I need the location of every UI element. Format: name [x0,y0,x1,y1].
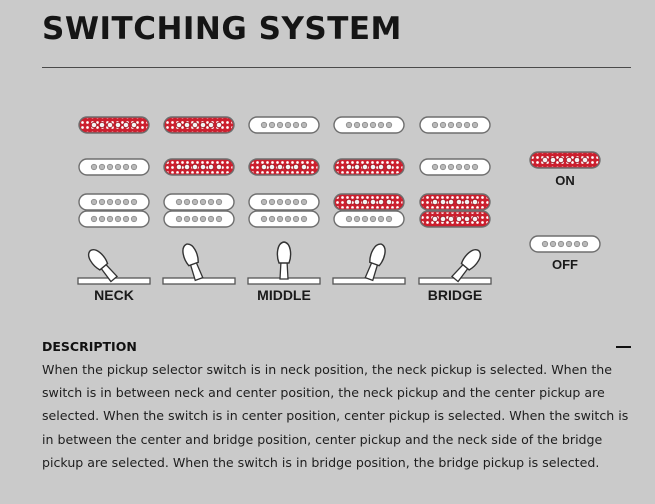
legend-on-label: ON [555,173,575,188]
bridge-neck-side-coil-5 [419,193,491,211]
middle-pickup-5 [419,158,491,176]
minus-icon[interactable] [616,346,631,348]
bridge-neck-side-coil-3 [248,193,320,211]
selector-lever-3 [247,241,321,285]
bridge-neck-side-coil-4 [333,193,405,211]
bridge-bridge-side-coil-4 [333,210,405,228]
legend-off-pickup [529,235,601,253]
bridge-neck-side-coil-1 [78,193,150,211]
legend-on-pickup [529,151,601,169]
position-label-neck: NECK [94,287,134,303]
position-label-middle: MIDDLE [257,287,311,303]
page-title: SWITCHING SYSTEM [42,11,402,47]
neck-pickup-2 [163,116,235,134]
position-label-bridge: BRIDGE [427,287,483,303]
neck-pickup-3 [248,116,320,134]
legend-off-label: OFF [552,257,578,272]
bridge-bridge-side-coil-3 [248,210,320,228]
description-heading: DESCRIPTION [42,339,137,354]
bridge-bridge-side-coil-5 [419,210,491,228]
bridge-neck-side-coil-2 [163,193,235,211]
bridge-bridge-side-coil-1 [78,210,150,228]
selector-lever-5 [418,249,492,285]
middle-pickup-3 [248,158,320,176]
selector-lever-4 [332,243,406,285]
selector-lever-2 [162,243,236,285]
neck-pickup-4 [333,116,405,134]
selector-lever-1 [77,249,151,285]
middle-pickup-4 [333,158,405,176]
bridge-bridge-side-coil-2 [163,210,235,228]
neck-pickup-1 [78,116,150,134]
middle-pickup-1 [78,158,150,176]
neck-pickup-5 [419,116,491,134]
title-divider [42,67,631,68]
middle-pickup-2 [163,158,235,176]
description-text: When the pickup selector switch is in ne… [42,362,629,470]
